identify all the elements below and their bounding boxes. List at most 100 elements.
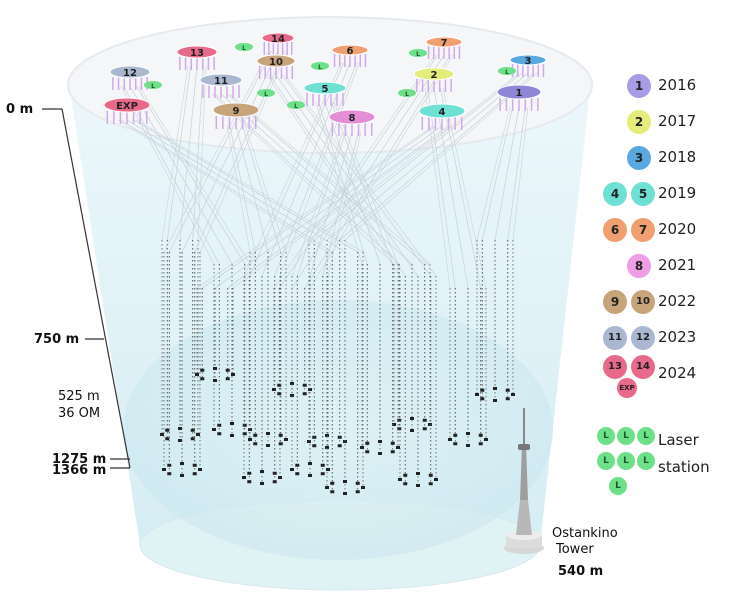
depth-750-label: 750 m [34, 332, 80, 347]
legend-badge: 5 [631, 182, 655, 206]
depth-surface-label: 0 m [6, 102, 34, 117]
cluster-strings [226, 124, 288, 447]
cluster-label: EXP [116, 101, 138, 112]
legend-row-2017: 2 2017 [595, 108, 730, 138]
depth-scale [42, 108, 131, 469]
cluster-label: 10 [269, 57, 283, 68]
cluster-label: 2 [431, 70, 438, 81]
legend-badge: 11 [603, 326, 627, 350]
legend-year: 2016 [658, 76, 697, 94]
cluster-strings [211, 93, 432, 432]
laser-marker-label: L [416, 51, 420, 58]
cluster-label: 5 [322, 84, 329, 95]
legend-badge: 2 [627, 110, 651, 134]
laser-station-marker: L [498, 67, 516, 76]
laser-station-marker: L [144, 81, 162, 90]
legend-row-2016: 1 2016 [595, 72, 730, 102]
laser-station-marker: L [409, 49, 427, 58]
cluster-strings [272, 54, 454, 397]
cluster-marker: 9 [212, 102, 260, 118]
laser-legend-badge: L [637, 427, 655, 445]
legend-badge: 4 [603, 182, 627, 206]
cluster-strings [117, 119, 365, 495]
cluster-strings [475, 106, 529, 402]
legend-badge: 10 [631, 290, 655, 314]
cluster-marker: 6 [331, 44, 369, 57]
cluster-marker: 8 [328, 109, 376, 125]
cluster-marker: 14 [261, 32, 295, 45]
laser-station-marker: L [311, 62, 329, 71]
legend-year: 2020 [658, 220, 697, 238]
cluster-label: 12 [123, 68, 137, 79]
laser-marker-label: L [405, 91, 409, 98]
laser-legend-line2: station [658, 458, 710, 476]
cluster-label: 1 [516, 88, 523, 99]
cluster-strings [160, 65, 207, 442]
cluster-marker: EXP [103, 97, 151, 113]
cluster-marker: 5 [303, 81, 347, 95]
cluster-label: 14 [271, 34, 285, 45]
laser-station-marker: L [287, 101, 305, 110]
cluster-marker: 10 [256, 54, 296, 68]
tower-name-line1: Ostankino [552, 526, 618, 541]
legend-row-2018: 3 2018 [595, 144, 730, 174]
cluster-strings [424, 87, 488, 447]
legend-year: 2017 [658, 112, 697, 130]
laser-marker-label: L [264, 91, 268, 98]
legend-badge: 13 [603, 355, 627, 379]
laser-legend-badge: L [617, 452, 635, 470]
legend-badge: 14 [631, 355, 655, 379]
cluster-label: 9 [233, 106, 240, 117]
depth-1366-label: 1366 m [52, 463, 107, 478]
legend-badge: 1 [627, 74, 651, 98]
cluster-marker: 4 [418, 103, 466, 119]
cluster-label: 6 [347, 46, 354, 57]
legend-badge: 12 [631, 326, 655, 350]
cluster-strings [162, 50, 288, 477]
cluster-marker: 1 [496, 84, 542, 100]
cluster-strings [290, 131, 362, 477]
legend-badge: EXP [617, 378, 637, 398]
legend-year: 2018 [658, 148, 697, 166]
legend-year: 2023 [658, 328, 697, 346]
legend-badge: 8 [627, 254, 651, 278]
string-length-label: 525 m [58, 389, 100, 404]
legend-year: 2019 [658, 184, 697, 202]
legend-badge: 9 [603, 290, 627, 314]
laser-legend-badge: L [609, 477, 627, 495]
laser-legend-line1: Laser [658, 431, 699, 449]
laser-station-marker: L [398, 89, 416, 98]
laser-legend-badge: L [617, 427, 635, 445]
legend-badge: 6 [603, 218, 627, 242]
laser-legend-badge: L [597, 452, 615, 470]
tower-height-label: 540 m [558, 564, 604, 579]
cluster-label: 3 [525, 56, 532, 67]
cluster-label: 13 [190, 48, 204, 59]
laser-legend-badge: L [637, 452, 655, 470]
cluster-marker: 13 [176, 45, 218, 59]
cluster-label: 11 [214, 76, 228, 87]
legend-badge: 7 [631, 218, 655, 242]
cluster-label: 4 [439, 107, 446, 118]
cluster-marker: 12 [109, 65, 151, 79]
cluster-marker: 7 [425, 36, 463, 49]
laser-marker-label: L [151, 83, 155, 90]
laser-marker-label: L [505, 69, 509, 76]
cluster-marker: 3 [509, 54, 547, 67]
tower-name-line2: Tower [556, 542, 594, 557]
laser-marker-label: L [242, 45, 246, 52]
laser-station-markers: L L L L L L L L [144, 43, 516, 110]
cluster-label: 8 [349, 113, 356, 124]
detector-strings [117, 50, 538, 495]
laser-legend-badge: L [597, 427, 615, 445]
laser-marker-label: L [294, 103, 298, 110]
depth-1275-label: 1275 m [52, 452, 107, 467]
legend-badge: 3 [627, 146, 651, 170]
cluster-label: 7 [441, 38, 448, 49]
